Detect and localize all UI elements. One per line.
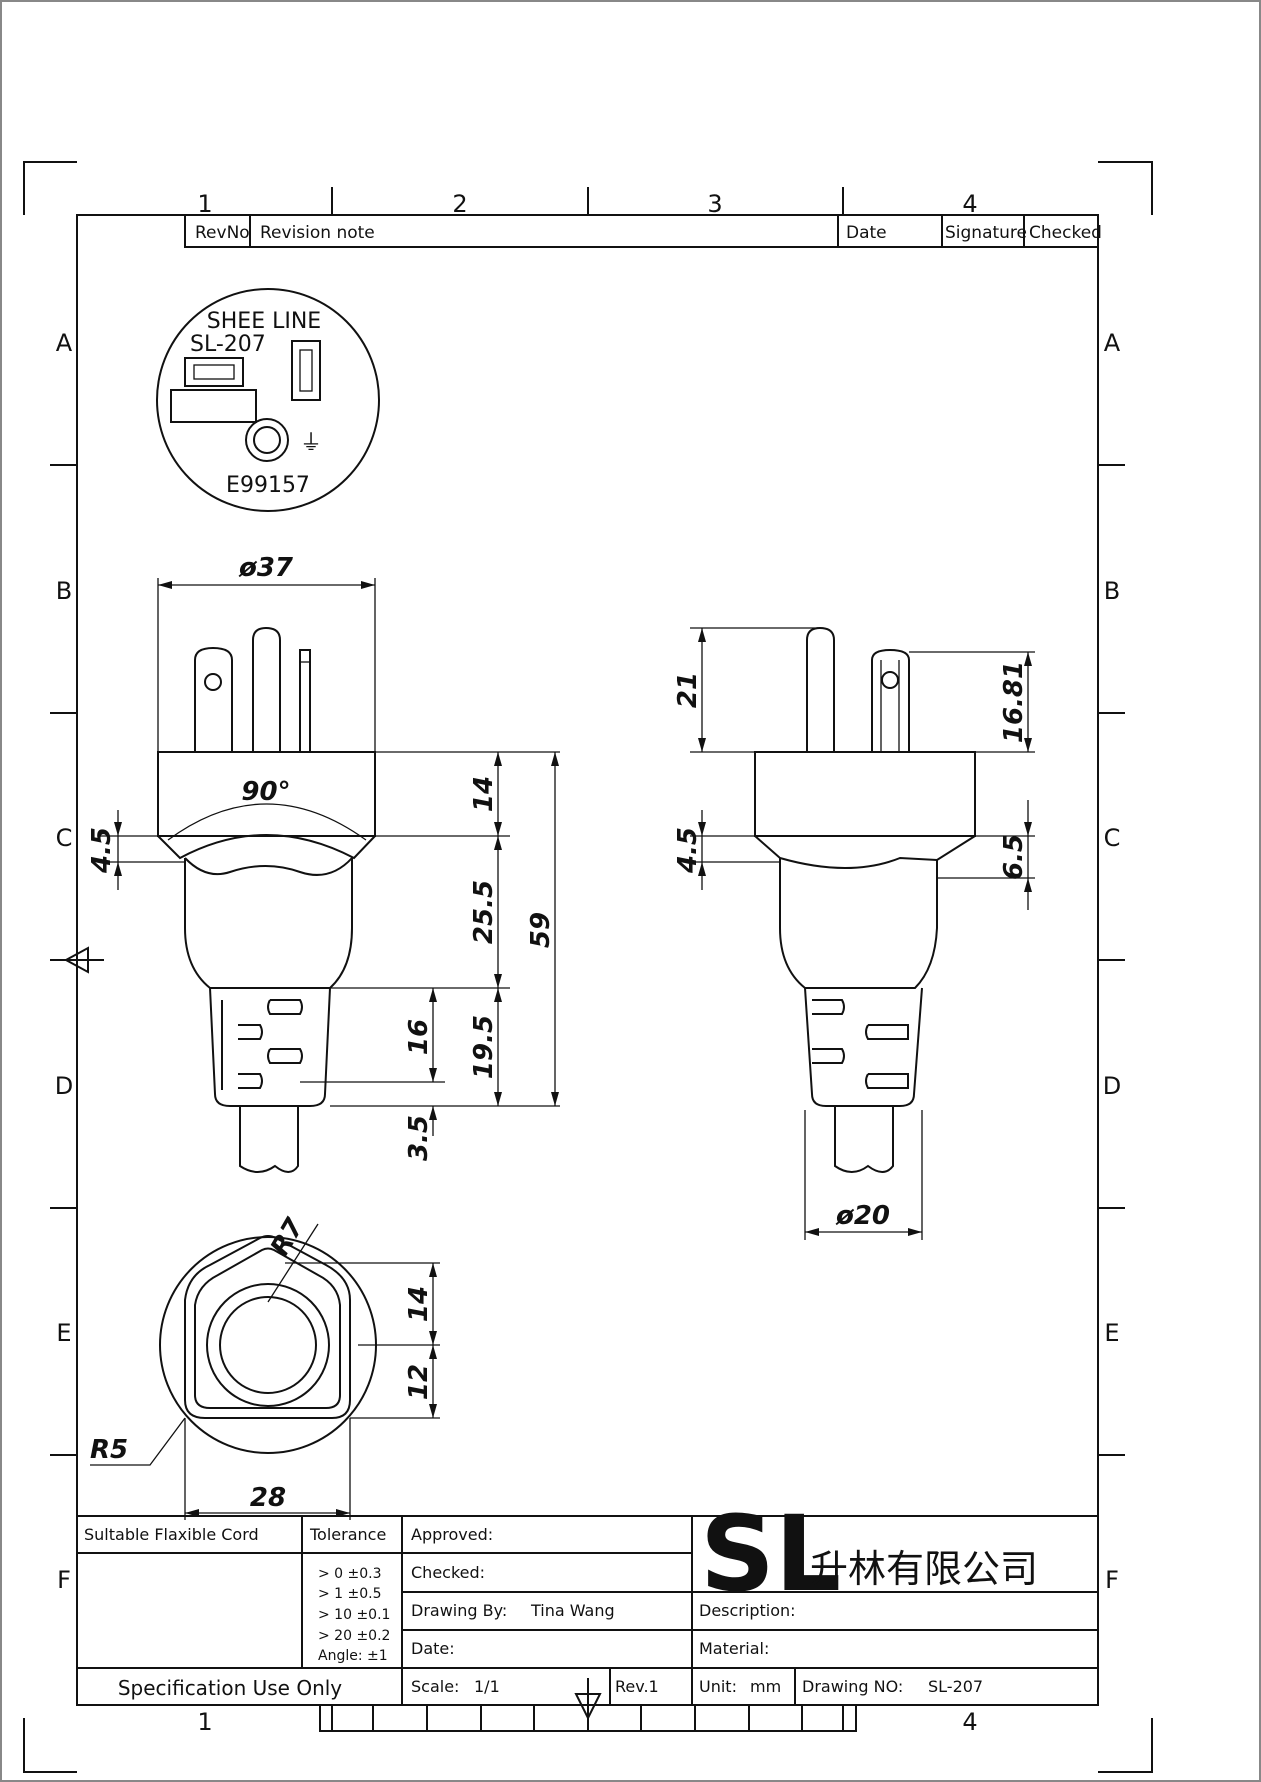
row-label-a-right: A <box>1104 329 1121 357</box>
row-label-b: B <box>56 577 72 605</box>
col-label-bottom-1: 1 <box>197 1708 212 1736</box>
neutral-slot <box>184 357 244 387</box>
drawing-no-value: SL-207 <box>928 1677 983 1696</box>
grid-ticks <box>50 187 1125 1732</box>
col-label-3: 3 <box>707 190 722 218</box>
col-label-1: 1 <box>197 190 212 218</box>
rev-col-signature: Signature <box>945 223 1027 243</box>
dim-front-25-5: 25.5 <box>469 880 499 944</box>
dim-front-diameter: ø37 <box>238 553 294 583</box>
unit-value: mm <box>750 1677 781 1696</box>
row-label-f: F <box>57 1566 71 1594</box>
description-label: Description: <box>699 1601 796 1620</box>
tolerance-row-3: > 10 ±0.1 <box>318 1607 390 1623</box>
dim-bottom-14: 14 <box>404 1286 434 1322</box>
row-label-b-right: B <box>1104 577 1120 605</box>
unit-label: Unit: <box>699 1677 737 1696</box>
plug-bottom-view: R7 14 12 R5 28 <box>90 1213 440 1520</box>
col-label-bottom-4: 4 <box>962 1708 977 1736</box>
dim-side-4-5: 4.5 <box>673 827 703 874</box>
rev-label: Rev.1 <box>615 1677 659 1696</box>
checked-label: Checked: <box>411 1563 485 1582</box>
tolerance-row-5: Angle: ±1 <box>318 1648 388 1664</box>
cord-label: Sultable Flaxible Cord <box>84 1525 259 1544</box>
face-label-box <box>170 389 257 423</box>
revision-block: RevNo Revision note Date Signature Check… <box>184 214 1102 248</box>
row-label-f-right: F <box>1105 1566 1119 1594</box>
plug-front-view: ø37 90° 14 25.5 59 16 19.5 3.5 <box>87 553 560 1173</box>
face-model: SL-207 <box>190 332 266 357</box>
col-label-4: 4 <box>962 190 977 218</box>
dim-side-diameter: ø20 <box>835 1201 890 1231</box>
title-block: Sultable Flaxible Cord Tolerance > 0 ±0.… <box>77 1493 1098 1732</box>
company-logo: SL <box>700 1493 841 1615</box>
face-brand: SHEE LINE <box>207 309 321 334</box>
date-label: Date: <box>411 1639 455 1658</box>
row-label-e-right: E <box>1104 1319 1119 1347</box>
row-label-d-right: D <box>1103 1072 1121 1100</box>
dim-side-16-81: 16.81 <box>999 661 1029 743</box>
scale-label: Scale: <box>411 1677 459 1696</box>
dim-front-59: 59 <box>526 912 556 948</box>
col-label-2: 2 <box>452 190 467 218</box>
dim-bottom-28: 28 <box>250 1483 286 1513</box>
drawing-by-label: Drawing By: <box>411 1601 507 1620</box>
dim-side-21: 21 <box>673 672 703 708</box>
row-label-c-right: C <box>1104 824 1121 852</box>
rev-col-checked: Checked <box>1029 223 1102 243</box>
face-cert: E99157 <box>226 473 310 498</box>
spec-use-only: Specification Use Only <box>118 1676 342 1700</box>
row-label-e: E <box>56 1319 71 1347</box>
drawer-name: Tina Wang <box>530 1601 615 1620</box>
rev-col-date: Date <box>846 223 887 243</box>
scale-value: 1/1 <box>474 1677 500 1696</box>
dim-front-4-5: 4.5 <box>87 827 117 874</box>
ground-hole <box>245 418 289 462</box>
tolerance-label: Tolerance <box>309 1525 386 1544</box>
tolerance-row-1: > 0 ±0.3 <box>318 1566 382 1582</box>
tolerance-row-2: > 1 ±0.5 <box>318 1586 382 1602</box>
tolerance-row-4: > 20 ±0.2 <box>318 1628 390 1644</box>
dim-front-3-5: 3.5 <box>404 1115 434 1161</box>
row-labels-right: A B C D E F <box>1103 329 1121 1594</box>
row-label-a: A <box>56 329 73 357</box>
row-label-d: D <box>55 1072 73 1100</box>
drawing-frame <box>76 214 1099 1706</box>
dim-bottom-12: 12 <box>404 1364 434 1400</box>
dim-front-16: 16 <box>404 1019 434 1055</box>
plug-side-view: 21 16.81 4.5 6.5 <box>673 626 1035 1240</box>
rev-col-revno: RevNo <box>195 223 250 243</box>
ground-symbol: ⏚ <box>300 431 322 456</box>
centering-mark-left <box>50 946 104 974</box>
row-label-c: C <box>56 824 73 852</box>
dim-bottom-r7: R7 <box>265 1213 310 1262</box>
dim-front-19-5: 19.5 <box>469 1015 499 1079</box>
dim-front-angle: 90° <box>241 777 290 807</box>
rev-col-note: Revision note <box>260 223 375 243</box>
dim-side-6-5: 6.5 <box>999 834 1029 880</box>
drawing-no-label: Drawing NO: <box>802 1677 903 1696</box>
company-name: 升林有限公司 <box>810 1547 1038 1591</box>
dim-front-14: 14 <box>469 776 499 812</box>
corner-marks <box>23 161 1153 1773</box>
row-labels-left: A B C D E F <box>55 329 73 1594</box>
dim-bottom-r5: R5 <box>90 1435 128 1465</box>
approved-label: Approved: <box>411 1525 493 1544</box>
plug-face-view: SHEE LINE SL-207 ⏚ E99157 <box>156 288 380 512</box>
live-slot <box>291 340 321 401</box>
material-label: Material: <box>699 1639 769 1658</box>
